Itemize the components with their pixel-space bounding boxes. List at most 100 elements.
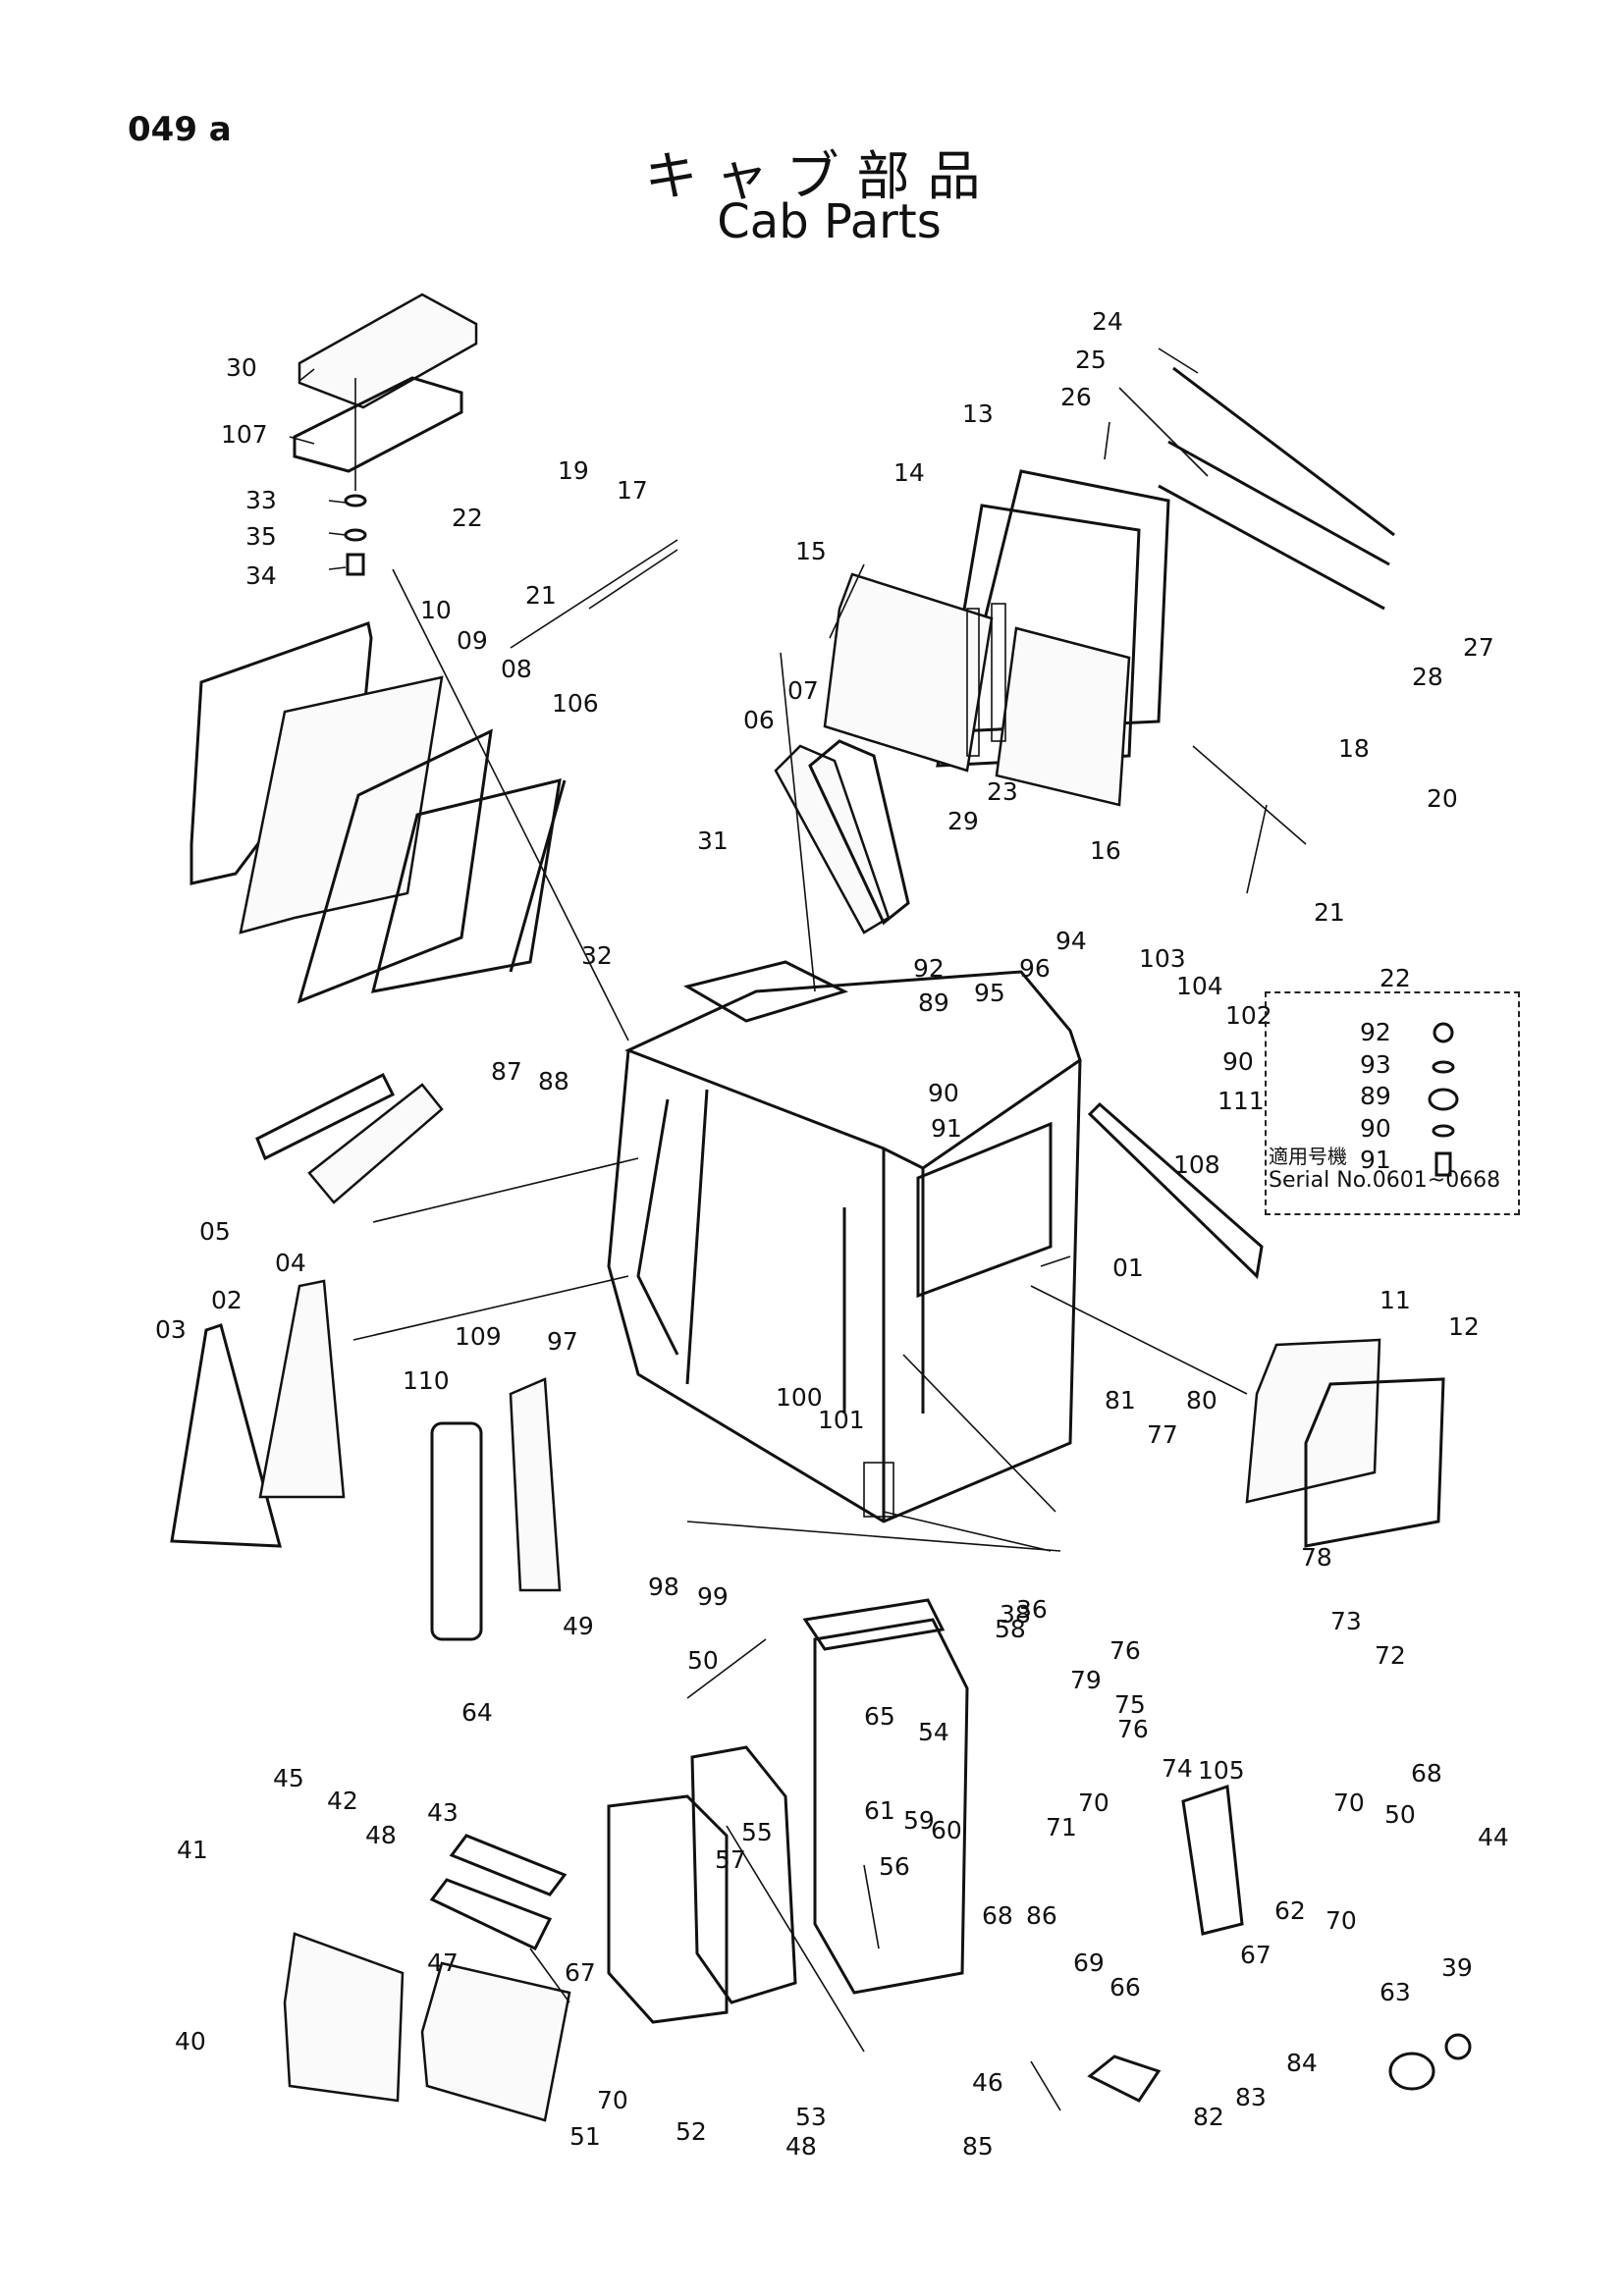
part-label: 10 [420,596,452,624]
part-label: 77 [1147,1420,1178,1449]
part-label: 28 [1412,663,1443,691]
part-label: 39 [1441,1953,1473,1982]
part-label: 17 [617,476,648,505]
part-label: 36 [1016,1595,1048,1624]
page-title-english: Cab Parts [717,194,942,249]
part-label: 75 [1114,1690,1146,1719]
part-label: 96 [1019,954,1051,983]
part-label: 103 [1139,944,1186,973]
part-label: 54 [918,1718,949,1746]
part-label: 60 [931,1816,962,1844]
latch-plate [1181,1784,1244,1936]
part-label: 89 [918,988,949,1017]
part-label: 68 [982,1901,1013,1930]
part-label: 105 [1198,1756,1245,1785]
part-label: 78 [1301,1543,1332,1572]
part-label: 58 [995,1615,1026,1643]
part-label: 43 [427,1798,459,1827]
part-label: 50 [687,1646,719,1675]
note-part-label: 91 [1360,1146,1391,1174]
part-label: 23 [987,777,1018,806]
part-label: 66 [1109,1973,1141,2002]
part-label: 35 [245,522,277,551]
part-label: 19 [558,456,589,485]
part-label: 55 [741,1818,773,1846]
part-label: 64 [461,1698,493,1727]
part-label: 53 [795,2103,827,2131]
serial-note-box [1265,991,1520,1215]
part-label: 99 [697,1582,729,1611]
part-label: 48 [365,1821,397,1849]
serial-number-range: Serial No.0601~0668 [1269,1168,1501,1193]
part-label: 74 [1162,1754,1193,1783]
part-label: 08 [501,655,532,683]
part-label: 79 [1070,1666,1102,1694]
lower-panels [283,1834,571,2122]
note-part-label: 92 [1360,1018,1391,1046]
bracket-108 [1087,1101,1264,1280]
part-label: 92 [913,954,945,983]
part-label: 01 [1112,1254,1144,1282]
part-label: 70 [1078,1789,1109,1817]
part-label: 84 [1286,2049,1318,2077]
part-label: 49 [563,1612,594,1640]
right-window-group [823,366,1395,807]
left-front-windows [170,1072,444,1548]
part-label: 70 [1325,1906,1357,1935]
part-label: 22 [1380,964,1411,992]
part-label: 106 [552,689,599,718]
part-label: 50 [1384,1800,1416,1829]
part-label: 76 [1117,1715,1149,1743]
part-label: 90 [1222,1047,1254,1076]
part-label: 62 [1274,1896,1306,1925]
part-label: 98 [648,1573,679,1601]
part-label: 26 [1060,383,1092,411]
part-label: 04 [275,1249,306,1277]
part-label: 67 [565,1958,596,1987]
part-label: 80 [1186,1386,1217,1415]
part-label: 12 [1448,1312,1480,1341]
page-title-japanese: キャブ部品 [644,145,999,207]
right-side-glass [1245,1338,1445,1548]
part-label: 86 [1026,1901,1057,1930]
part-label: 29 [947,807,979,835]
part-label: 16 [1090,836,1121,865]
part-label: 14 [893,458,925,487]
part-label: 94 [1055,927,1087,955]
part-label: 63 [1380,1978,1411,2006]
part-label: 88 [538,1067,569,1095]
part-label: 95 [974,979,1005,1007]
part-label: 110 [403,1366,450,1395]
part-label: 97 [547,1327,578,1356]
part-label: 70 [597,2086,628,2114]
part-label: 71 [1046,1813,1077,1842]
part-label: 21 [525,581,557,610]
part-label: 107 [221,420,268,449]
part-label: 109 [455,1322,502,1351]
part-label: 83 [1235,2083,1267,2111]
part-label: 59 [903,1806,935,1835]
part-label: 57 [715,1845,746,1874]
leader-lines [289,347,1307,2111]
part-label: 69 [1073,1949,1105,1977]
roof-hatch [293,293,478,576]
part-label: 18 [1338,734,1370,763]
part-label: 104 [1176,972,1223,1000]
part-label: 52 [676,2117,707,2146]
grab-handle [1087,2033,1472,2103]
part-label: 108 [1173,1150,1220,1179]
part-label: 81 [1105,1386,1136,1415]
part-label: 101 [818,1406,865,1434]
part-label: 34 [245,561,277,590]
part-label: 48 [785,2132,817,2161]
part-label: 61 [864,1796,895,1825]
part-label: 25 [1075,346,1107,374]
note-part-labels: 92 93 89 90 91 [1360,1018,1459,1177]
part-label: 85 [962,2132,994,2161]
part-label: 87 [491,1057,522,1086]
part-label: 111 [1217,1087,1265,1115]
part-label: 24 [1092,307,1123,336]
note-part-label: 90 [1360,1114,1391,1143]
note-part-label: 93 [1360,1050,1391,1079]
